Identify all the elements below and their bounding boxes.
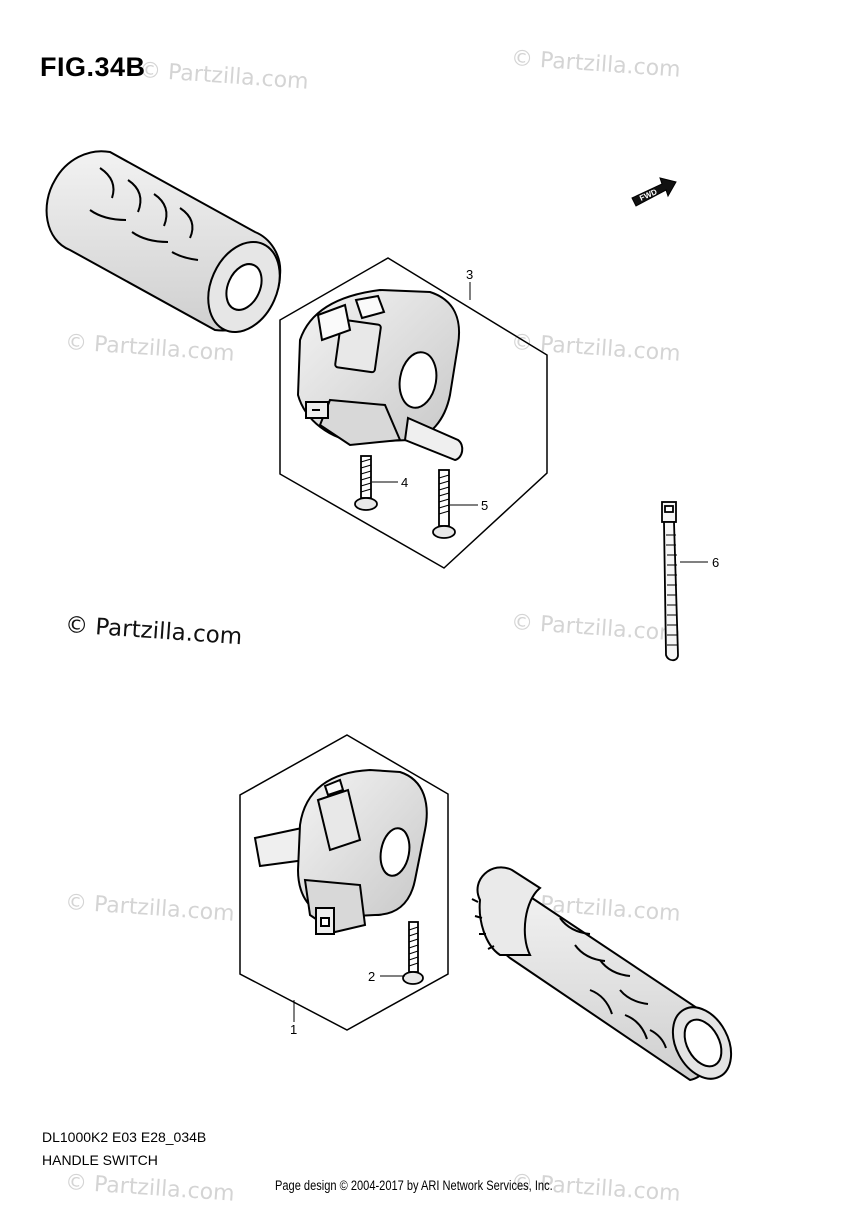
figure-code: DL1000K2 E03 E28_034B: [42, 1129, 207, 1145]
right-handlebar-grip: [471, 866, 733, 1082]
left-handle-switch-housing: [296, 288, 464, 462]
callout-5: 5: [481, 498, 488, 513]
leader-lines-upper: [372, 282, 708, 563]
screw-part-5: [432, 469, 456, 539]
callout-6: 6: [712, 555, 719, 570]
callout-4: 4: [401, 475, 408, 490]
assembly-outline-upper: [279, 257, 548, 569]
cable-tie-part-6: [661, 501, 679, 662]
figure-caption: HANDLE SWITCH: [42, 1152, 158, 1168]
callout-1: 1: [290, 1022, 297, 1037]
left-handlebar-grip: [45, 150, 282, 333]
figure-title: FIG.34B: [40, 52, 146, 82]
leader-lines-lower: [293, 975, 405, 1022]
callout-3: 3: [466, 267, 473, 282]
page-footer: Page design © 2004-2017 by ARI Network S…: [275, 1178, 553, 1193]
callout-2: 2: [368, 969, 375, 984]
assembly-outline-lower: [239, 734, 449, 1031]
screw-part-2: [402, 921, 424, 985]
fwd-label: FWD: [638, 187, 659, 203]
forward-direction-arrow: FWD: [631, 177, 677, 207]
right-handle-switch-housing: [253, 768, 428, 935]
screw-part-4: [354, 455, 378, 511]
